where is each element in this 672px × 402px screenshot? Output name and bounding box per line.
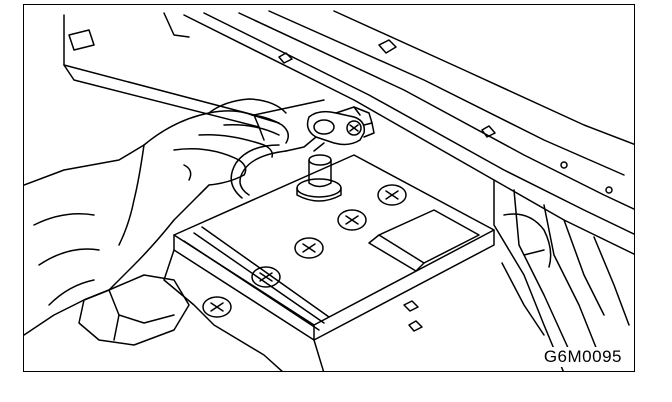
battery xyxy=(164,155,494,372)
cell-cap xyxy=(252,267,280,287)
cell-cap xyxy=(203,297,231,317)
cell-cap xyxy=(338,210,366,230)
figure-frame: G6M0095 xyxy=(23,4,635,372)
battery-terminal-post xyxy=(297,155,341,201)
engine-bay-background xyxy=(64,11,635,372)
cell-caps xyxy=(203,185,406,317)
terminal-clamp xyxy=(231,107,374,198)
figure-code: G6M0095 xyxy=(541,347,624,367)
hand xyxy=(24,99,288,345)
cell-cap xyxy=(295,238,323,258)
battery-terminal-illustration xyxy=(24,5,635,372)
cell-cap xyxy=(378,185,406,205)
